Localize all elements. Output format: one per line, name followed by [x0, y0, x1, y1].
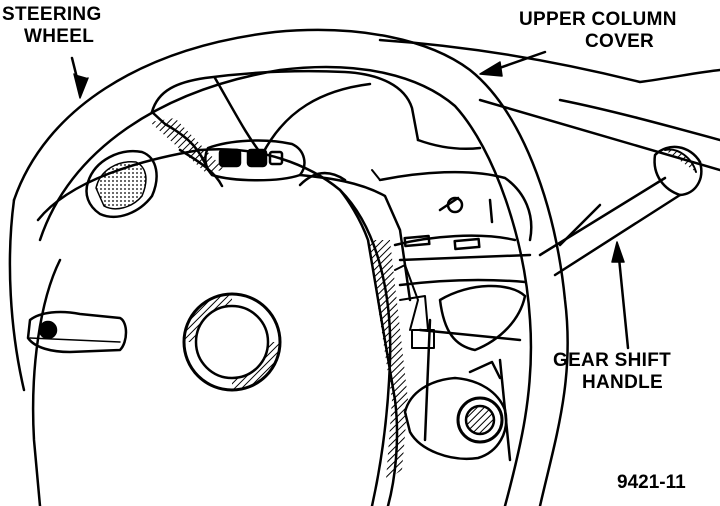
gear-shift-handle-label: GEAR SHIFT HANDLE — [553, 350, 671, 394]
column-mechanism-detail — [371, 169, 435, 349]
gear-shift-handle-label-line1: GEAR SHIFT — [553, 350, 672, 371]
gear-shift-lever — [538, 145, 703, 277]
upper-column-cover-label: UPPER COLUMN COVER — [519, 9, 677, 53]
steering-wheel-hub — [31, 148, 399, 506]
steering-wheel-rim — [8, 28, 569, 506]
horn-button — [85, 150, 158, 219]
upper-column-cover-arrowhead — [479, 61, 503, 77]
upper-column-cover — [298, 170, 533, 302]
gear-shift-handle-label-line2: HANDLE — [582, 372, 663, 393]
ignition-switch — [403, 360, 508, 460]
hub-shadow-right — [368, 240, 408, 480]
steering-wheel-label-line2: WHEEL — [24, 26, 95, 47]
lower-column-shroud — [418, 284, 527, 462]
gear-shift-handle-arrowhead — [611, 241, 625, 263]
steering-wheel-label: STEERING WHEEL — [2, 4, 102, 48]
left-spoke-control-stalk — [26, 310, 128, 354]
upper-column-cover-label-line2: COVER — [585, 31, 655, 52]
center-emblem — [182, 292, 282, 392]
figure-number: 9421-11 — [617, 472, 686, 493]
hub-shadow-upper — [150, 118, 225, 172]
steering-wheel-label-line1: STEERING — [2, 4, 102, 25]
upper-column-cover-label-line1: UPPER COLUMN — [519, 9, 677, 30]
steering-wheel-arrowhead — [73, 73, 89, 99]
gear-shift-handle-leader — [616, 246, 630, 350]
